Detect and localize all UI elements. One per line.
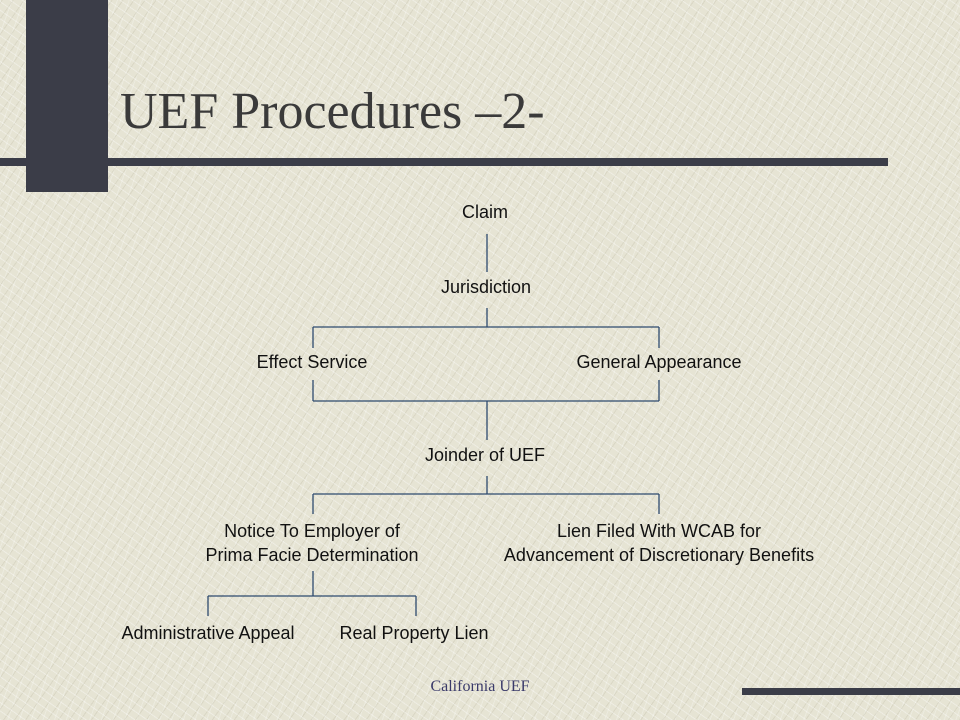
node-notice-line-1: Notice To Employer of (224, 521, 400, 541)
slide-title: UEF Procedures –2- (120, 83, 545, 140)
node-lien-line-2: Advancement of Discretionary Benefits (503, 545, 815, 565)
node-claim: Claim (462, 200, 508, 224)
node-notice-to-employer: Notice To Employer of Prima Facie Determ… (205, 519, 418, 567)
node-general-appearance: General Appearance (576, 350, 741, 374)
node-jurisdiction-label: Jurisdiction (440, 277, 532, 297)
node-effect-service: Effect Service (257, 350, 368, 374)
node-real-property-lien-label: Real Property Lien (339, 623, 489, 643)
node-claim-label: Claim (461, 202, 509, 222)
slide-footer: California UEF (430, 678, 530, 695)
node-real-property-lien: Real Property Lien (339, 621, 488, 645)
node-administrative-appeal-label: Administrative Appeal (121, 623, 295, 643)
footer-rule (742, 688, 960, 695)
node-lien-filed: Lien Filed With WCAB for Advancement of … (504, 519, 814, 567)
node-general-appearance-label: General Appearance (576, 352, 742, 372)
node-joinder: Joinder of UEF (425, 443, 545, 467)
node-notice-line-2: Prima Facie Determination (205, 545, 419, 565)
node-joinder-label: Joinder of UEF (424, 445, 546, 465)
node-effect-service-label: Effect Service (256, 352, 368, 372)
node-jurisdiction: Jurisdiction (441, 275, 531, 299)
node-administrative-appeal: Administrative Appeal (121, 621, 294, 645)
title-rule (0, 158, 888, 166)
node-lien-line-1: Lien Filed With WCAB for (556, 521, 762, 541)
